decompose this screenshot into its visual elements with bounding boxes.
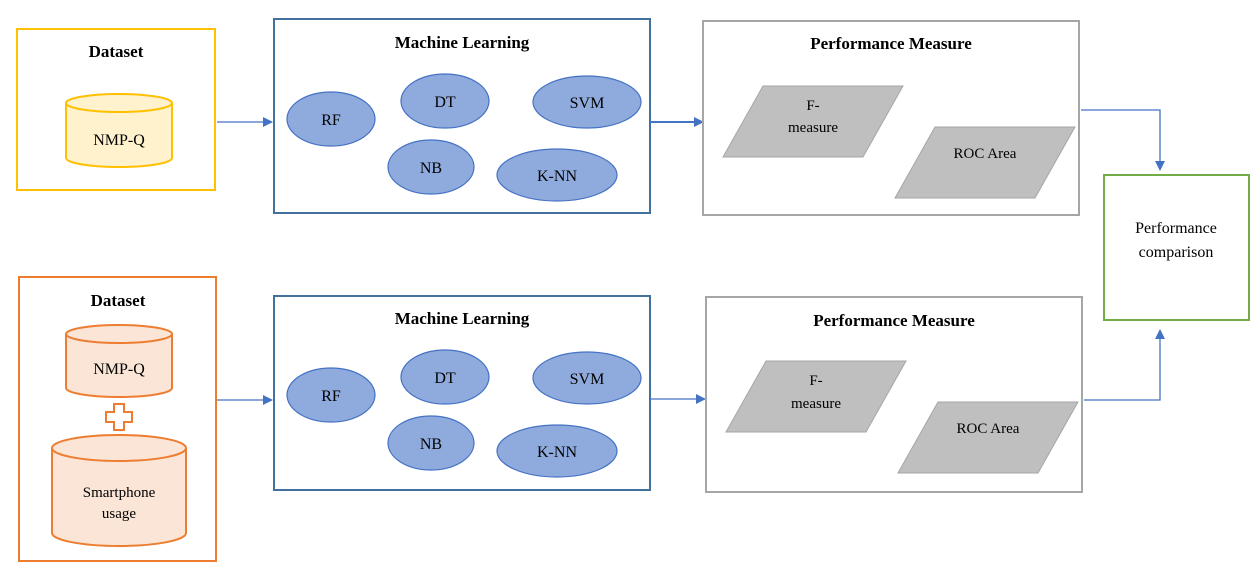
database-nmpq-top-label: NMP-Q — [93, 132, 145, 149]
dataset-title-top: Dataset — [89, 42, 144, 61]
database-smartphone-line2: usage — [102, 506, 136, 522]
arrow-pm-bottom-to-comparison — [1084, 329, 1165, 401]
model-knn-top: K-NN — [496, 148, 618, 202]
model-svm-bottom: SVM — [532, 351, 642, 405]
comparison-line1: Performance — [1135, 220, 1217, 237]
model-nb-bottom-label: NB — [420, 436, 442, 453]
model-svm-top-label: SVM — [570, 95, 605, 112]
model-nb-top: NB — [387, 139, 475, 195]
model-rf-bottom-label: RF — [321, 388, 341, 405]
database-nmpq-bottom: NMP-Q — [65, 324, 173, 398]
comparison-line2: comparison — [1139, 244, 1214, 261]
database-smartphone-usage: Smartphone usage — [51, 434, 187, 547]
arrow-pm-top-to-comparison — [1081, 109, 1165, 171]
model-rf-top: RF — [286, 91, 376, 147]
fmeasure-shape-top: F- measure — [722, 85, 904, 158]
roc-top-label: ROC Area — [954, 146, 1017, 162]
pm-title-bottom: Performance Measure — [813, 311, 975, 330]
roc-shape-bottom: ROC Area — [897, 401, 1079, 474]
model-svm-top: SVM — [532, 75, 642, 129]
model-dt-top-label: DT — [434, 94, 456, 111]
comparison-box — [1103, 174, 1250, 321]
fmeasure-bottom-line2: measure — [791, 396, 841, 412]
fmeasure-top-line2: measure — [788, 120, 838, 136]
model-knn-top-label: K-NN — [537, 168, 577, 185]
model-knn-bottom: K-NN — [496, 424, 618, 478]
plus-icon — [105, 403, 133, 431]
ml-title-top: Machine Learning — [395, 33, 530, 52]
fmeasure-shape-bottom: F- measure — [725, 360, 907, 433]
model-nb-top-label: NB — [420, 160, 442, 177]
model-dt-top: DT — [400, 73, 490, 129]
model-knn-bottom-label: K-NN — [537, 444, 577, 461]
database-smartphone-line1: Smartphone — [83, 485, 156, 501]
ml-title-bottom: Machine Learning — [395, 309, 530, 328]
roc-shape-top: ROC Area — [894, 126, 1076, 199]
pm-title-top: Performance Measure — [810, 34, 972, 53]
dataset-title-bottom: Dataset — [91, 291, 146, 310]
model-dt-bottom: DT — [400, 349, 490, 405]
fmeasure-bottom-line1: F- — [809, 373, 822, 389]
database-nmpq-bottom-label: NMP-Q — [93, 361, 145, 378]
fmeasure-top-line1: F- — [806, 98, 819, 114]
model-dt-bottom-label: DT — [434, 370, 456, 387]
model-nb-bottom: NB — [387, 415, 475, 471]
model-rf-bottom: RF — [286, 367, 376, 423]
roc-bottom-label: ROC Area — [957, 421, 1020, 437]
database-nmpq-top: NMP-Q — [65, 93, 173, 168]
model-rf-top-label: RF — [321, 112, 341, 129]
model-svm-bottom-label: SVM — [570, 371, 605, 388]
